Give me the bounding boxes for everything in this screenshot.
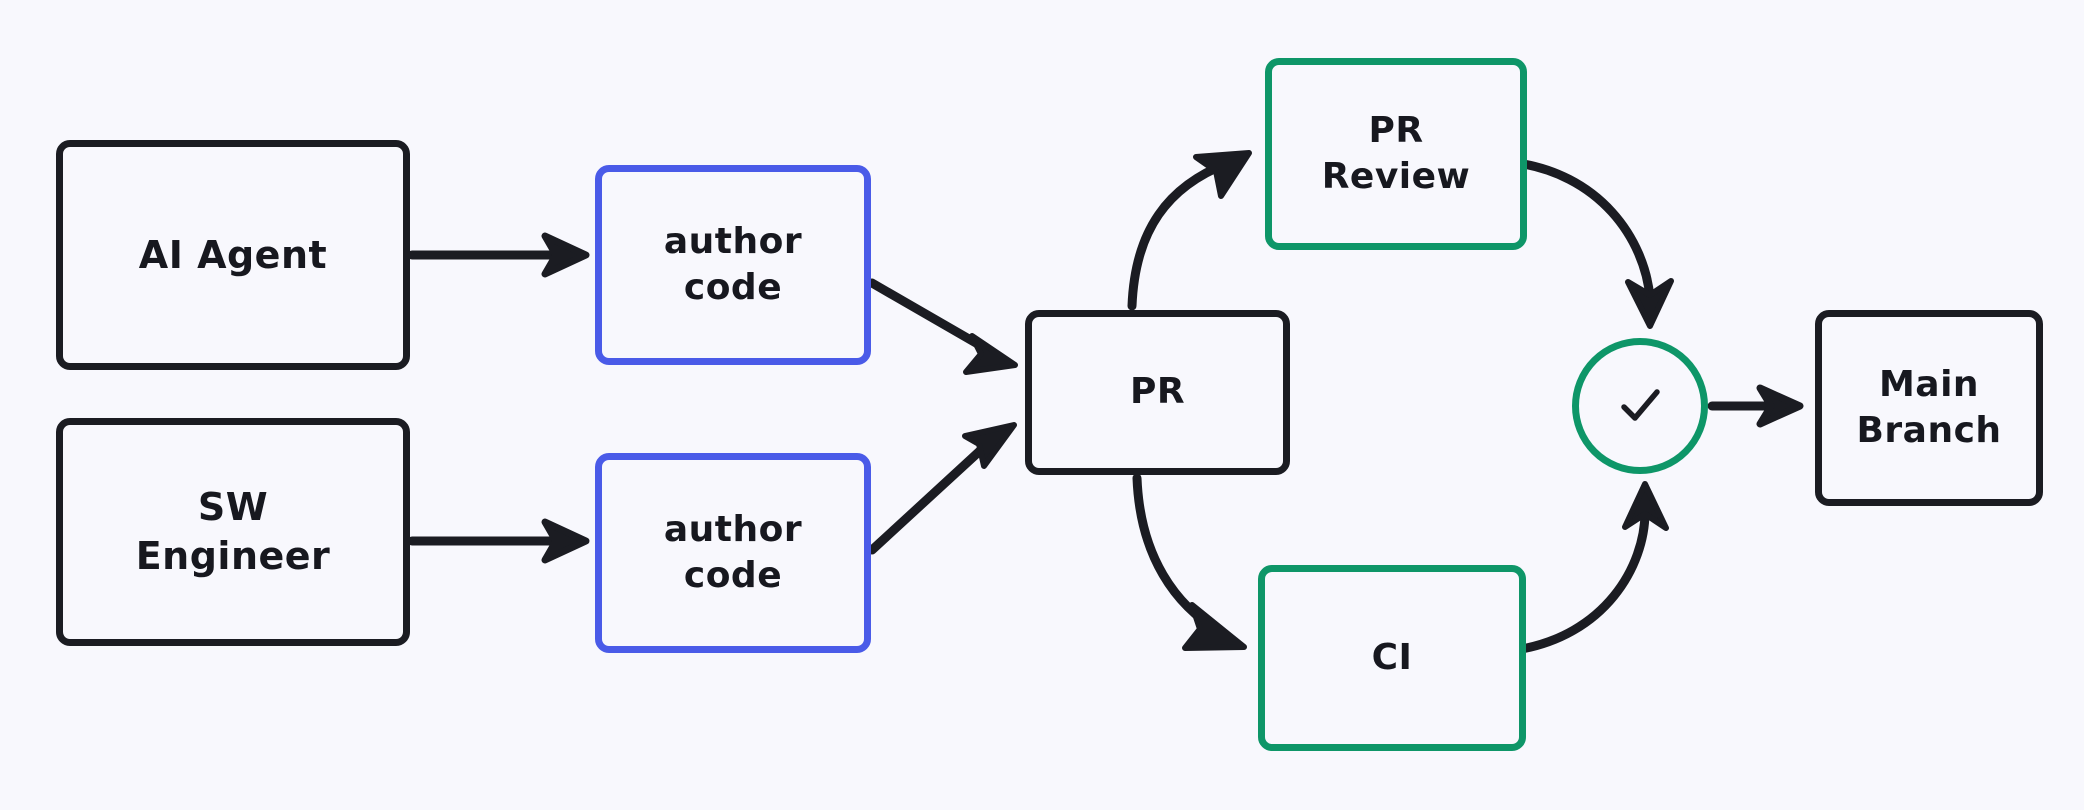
edge-check-to-main-branch [1707,384,1804,428]
node-pr-label: PR [1129,371,1186,413]
edge-sw-engineer-to-author-code-2 [407,518,590,564]
node-pr[interactable]: PR [1025,310,1290,475]
node-author-code-bottom[interactable]: author code [595,453,871,653]
edge-ai-agent-to-author-code-1 [407,232,590,278]
node-ai-agent-label: AI Agent [138,232,328,277]
node-author-code-top-label: author code [663,220,803,308]
node-pr-review[interactable]: PR Review [1265,58,1527,250]
check-icon [1621,389,1660,421]
edge-author-code-2-to-pr [867,422,1017,555]
node-pr-review-label: PR Review [1321,109,1471,197]
node-author-code-top[interactable]: author code [595,165,871,365]
edge-pr-to-ci [1132,473,1247,651]
node-author-code-bottom-label: author code [663,508,803,596]
edge-author-code-1-to-pr [867,278,1018,375]
edge-ci-to-check [1511,481,1669,655]
edge-pr-to-pr-review [1127,150,1252,311]
node-main-branch-label: Main Branch [1856,363,2002,451]
node-sw-engineer-label: SW Engineer [135,485,331,578]
node-ai-agent[interactable]: AI Agent [56,140,410,370]
node-main-branch[interactable]: Main Branch [1815,310,2043,506]
node-ci-label: CI [1371,636,1413,678]
approval-check-node[interactable] [1572,338,1708,474]
node-sw-engineer[interactable]: SW Engineer [56,418,410,646]
edge-pr-review-to-check [1505,157,1674,329]
node-ci[interactable]: CI [1258,565,1526,751]
